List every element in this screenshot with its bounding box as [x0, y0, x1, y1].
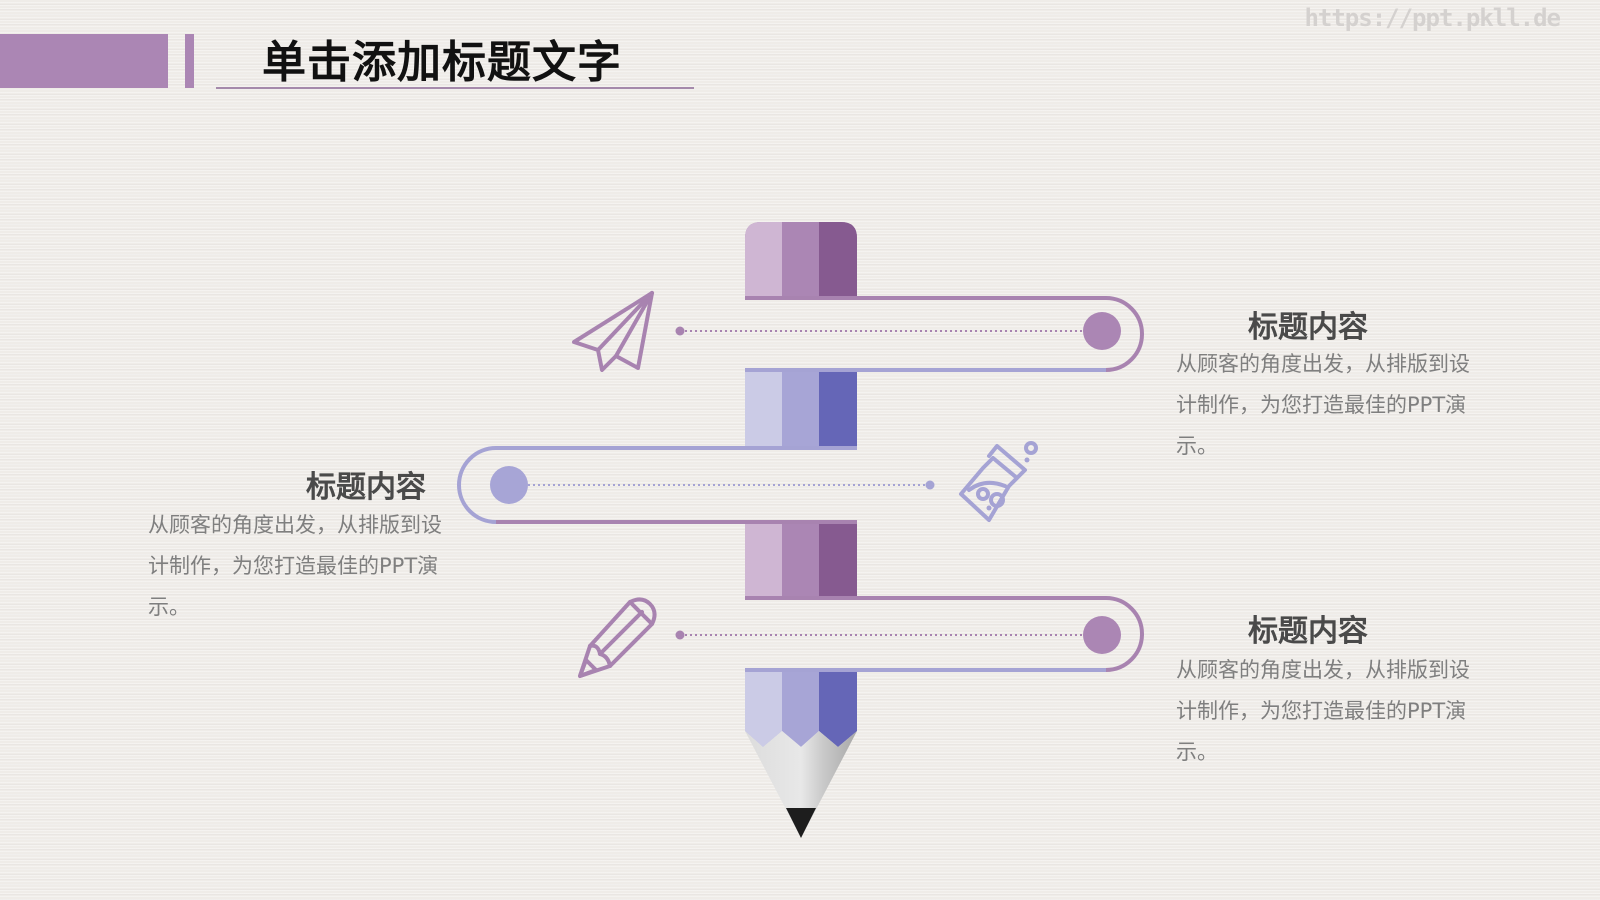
item-3-body[interactable]: 从顾客的角度出发，从排版到设计制作，为您打造最佳的PPT演示。 — [1176, 658, 1470, 764]
pencil-tip — [745, 672, 857, 838]
item-1-title[interactable]: 标题内容 — [1248, 310, 1368, 345]
timeline-node-3 — [1083, 616, 1121, 654]
flask-icon — [959, 441, 1038, 522]
connector-loop-2 — [457, 446, 935, 524]
header-accent-block — [0, 34, 168, 88]
timeline-node-1 — [1083, 312, 1121, 350]
connector-loop-3 — [675, 596, 1144, 672]
pencil-segment-3 — [745, 524, 857, 596]
pencil-segment-1 — [745, 222, 857, 296]
pencil-icon — [578, 597, 657, 678]
paper-plane-icon — [572, 291, 654, 372]
header-accent-bar — [185, 34, 194, 88]
title-underline — [216, 87, 694, 89]
item-2-title[interactable]: 标题内容 — [306, 470, 426, 505]
connector-loop-1 — [675, 296, 1144, 372]
page-title[interactable]: 单击添加标题文字 — [262, 37, 622, 88]
item-1-body[interactable]: 从顾客的角度出发，从排版到设计制作，为您打造最佳的PPT演示。 — [1176, 352, 1470, 458]
watermark: https://ppt.pkll.de — [1304, 4, 1561, 32]
timeline-node-2 — [490, 466, 528, 504]
item-2-body[interactable]: 从顾客的角度出发，从排版到设计制作，为您打造最佳的PPT演示。 — [148, 513, 442, 619]
pencil-segment-2 — [745, 372, 857, 446]
item-3-title[interactable]: 标题内容 — [1248, 614, 1368, 649]
